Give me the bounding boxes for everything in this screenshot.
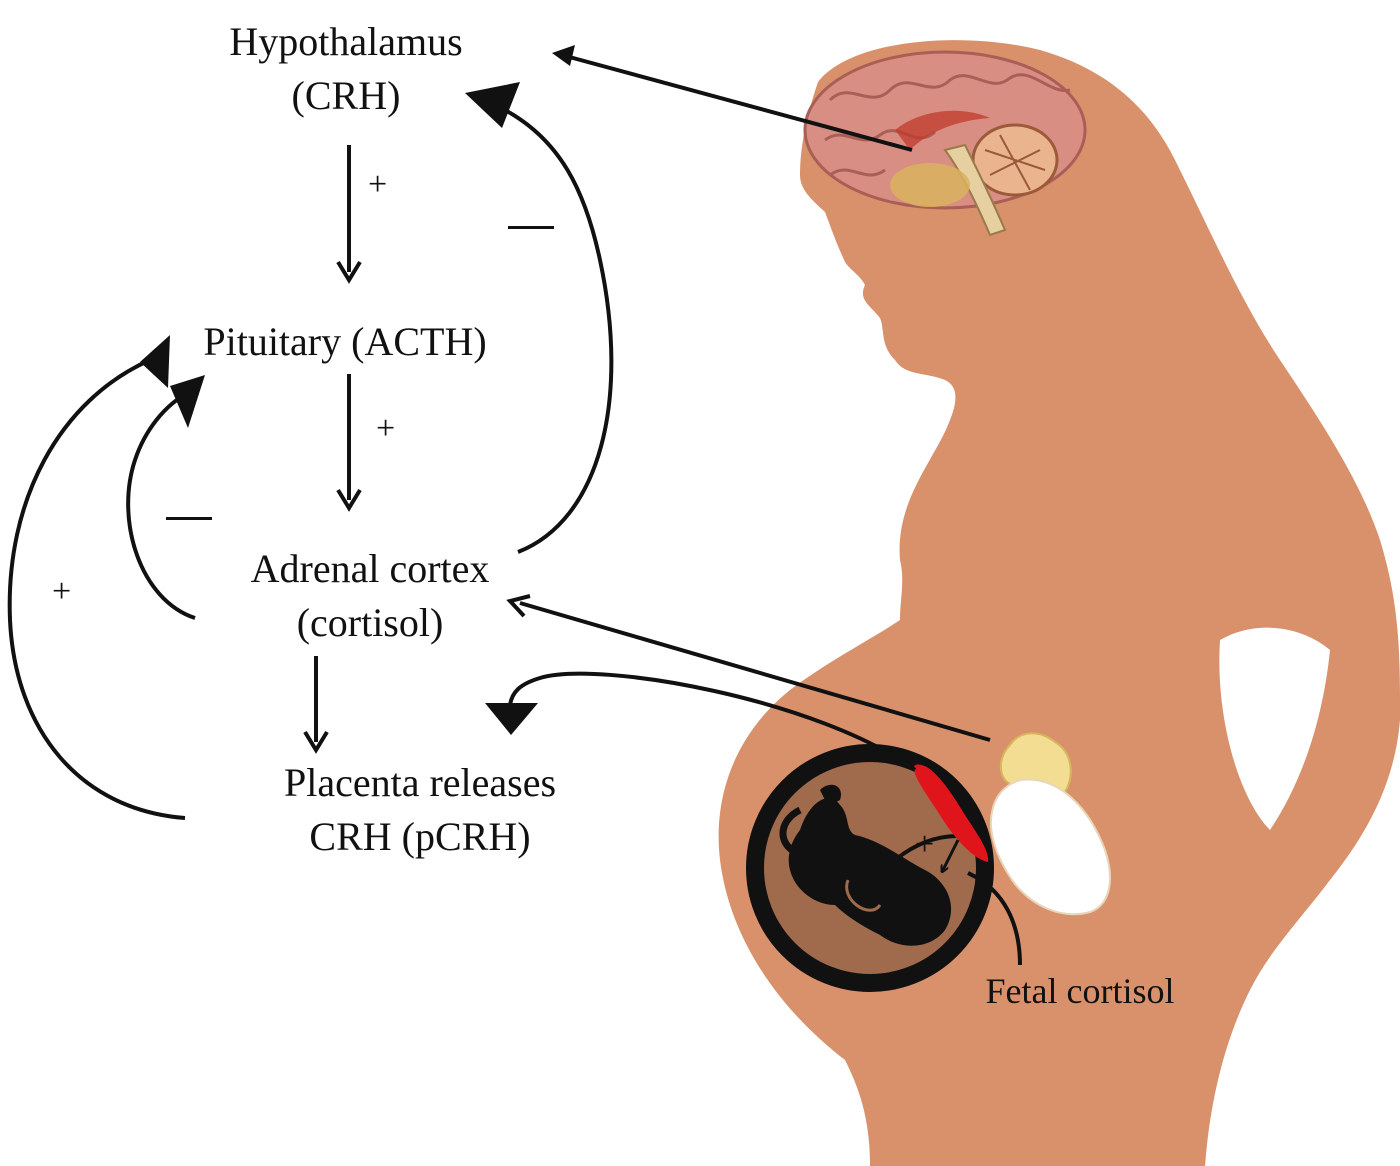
arrowhead-brain-to-hypothalamus [552, 45, 575, 66]
plus-sign-hypothalamus-pituitary: + [368, 166, 388, 203]
minus-sign-adrenal-pituitary [166, 517, 212, 520]
plus-sign-placenta-pituitary: + [52, 573, 72, 610]
fetal-cortisol-label: Fetal cortisol [985, 971, 1175, 1011]
fetus-silhouette [788, 784, 952, 946]
placenta-label-line2: CRH (pCRH) [309, 814, 531, 859]
womb-with-fetus [746, 744, 994, 992]
adrenal-label-line2: (cortisol) [296, 600, 444, 645]
adrenal-label-line1: Adrenal cortex [250, 546, 490, 591]
feedback-arrows [7, 45, 1022, 966]
minus-sign-adrenal-hypothalamus [508, 226, 554, 229]
arrowhead-placenta-to-pituitary [140, 335, 170, 388]
arrow-placenta-to-label [508, 671, 917, 772]
arrowhead-adrenal-to-hypothalamus [465, 82, 520, 128]
arrowhead-placenta-to-label [485, 703, 538, 735]
arrow-brain-to-hypothalamus [561, 53, 913, 152]
placenta-label-line1: Placenta releases [283, 760, 557, 805]
hypothalamus-label-line1: Hypothalamus [229, 19, 463, 64]
arrow-fetal-cortisol [967, 871, 1022, 966]
arrow-adrenal-to-pituitary [126, 391, 196, 620]
kidney-and-adrenal-gland [989, 732, 1111, 916]
hypothalamus-label-line2: (CRH) [291, 73, 401, 118]
plus-sign-fetal: + [915, 826, 935, 863]
arrow-placenta-to-pituitary [7, 358, 186, 820]
pituitary-label: Pituitary (ACTH) [203, 319, 487, 364]
arrow-kidney-to-adrenal [519, 601, 991, 742]
arrow-into-fetus [942, 839, 960, 872]
placenta [914, 764, 989, 862]
plus-sign-pituitary-adrenal: + [376, 410, 396, 447]
brain-illustration [803, 50, 1087, 237]
arrow-adrenal-to-hypothalamus [504, 108, 614, 554]
arrowhead-adrenal-to-pituitary [170, 375, 205, 428]
